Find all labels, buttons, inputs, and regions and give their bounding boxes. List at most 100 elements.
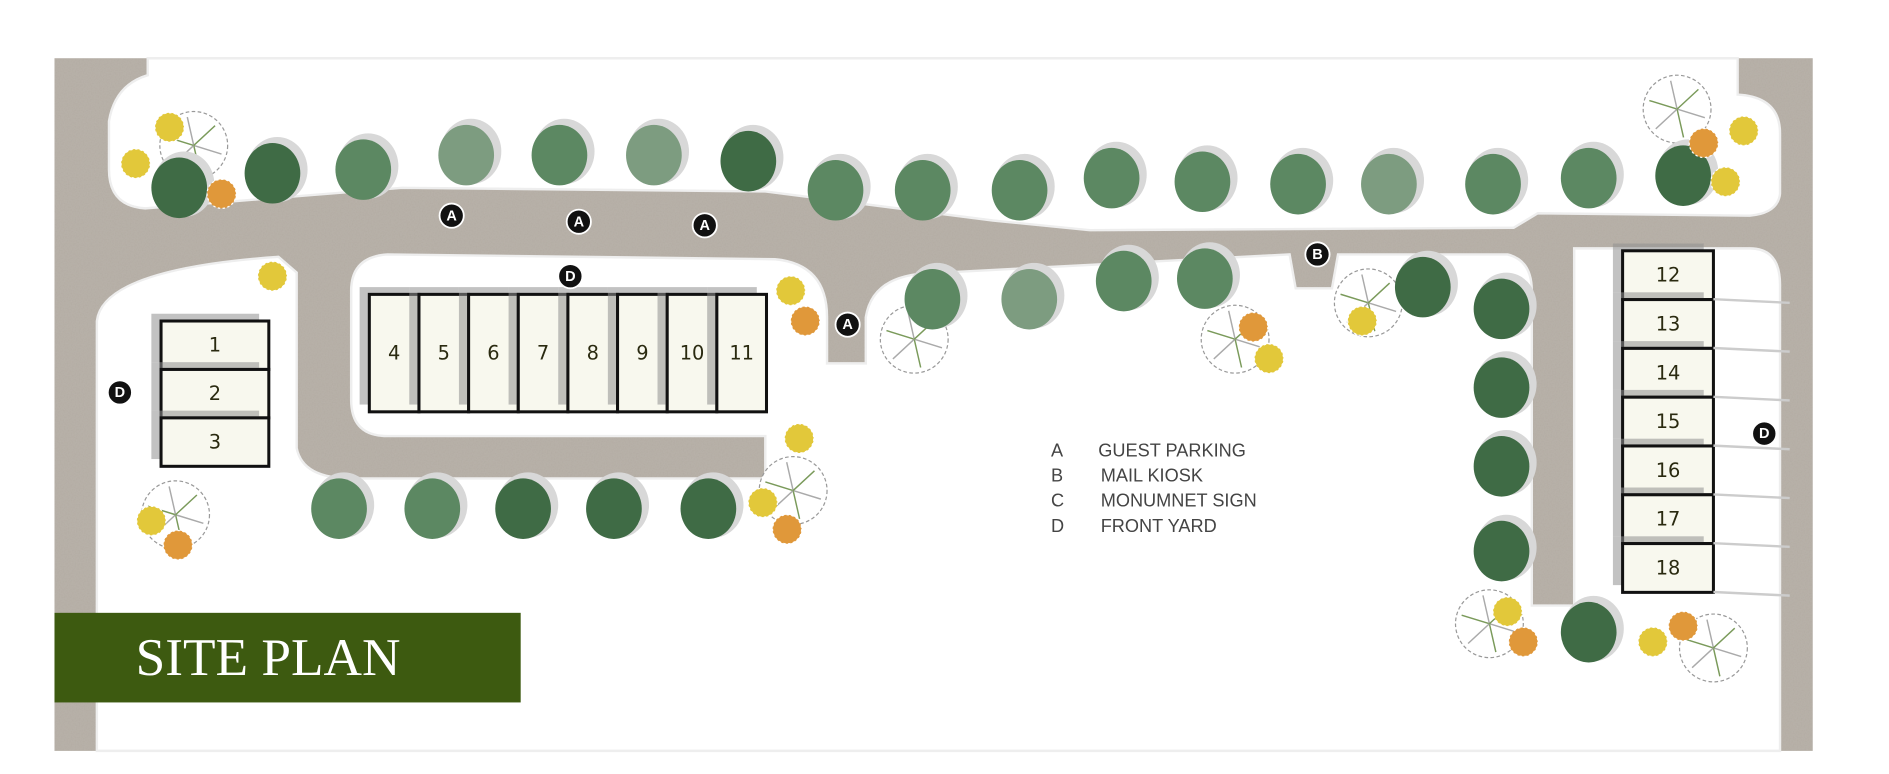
unit-number: 11 (729, 342, 754, 365)
driveway-line (1713, 444, 1790, 451)
driveway-line (1713, 493, 1790, 500)
unit-3[interactable]: 3 (151, 410, 271, 468)
tree (1174, 145, 1238, 213)
tree-canopy (335, 139, 392, 200)
tree-canopy (495, 478, 551, 539)
marker-letter: A (842, 317, 853, 333)
unit-number: 14 (1656, 361, 1681, 384)
marker-circle (1304, 241, 1331, 268)
tree-canopy (311, 478, 367, 539)
tree (720, 124, 784, 192)
marker-b[interactable]: B (1304, 241, 1331, 268)
flower-shrub (775, 275, 806, 306)
flower-shrub (1492, 596, 1523, 627)
evergreen-trees (151, 118, 1719, 663)
tree (807, 153, 871, 221)
flower-shrub (1253, 343, 1285, 374)
unit-12[interactable]: 12 (1612, 243, 1715, 302)
marker-letter: A (574, 214, 585, 230)
unit-15[interactable]: 15 (1612, 389, 1715, 448)
tree-canopy (720, 130, 777, 192)
unit-18[interactable]: 18 (1612, 536, 1715, 594)
unit-number: 13 (1656, 312, 1681, 335)
marker-a[interactable]: A (565, 208, 592, 235)
flower-shrub (154, 112, 185, 143)
marker-letter: D (565, 269, 575, 285)
tree (1361, 147, 1425, 215)
marker-a[interactable]: A (691, 212, 718, 239)
tree (1176, 242, 1240, 309)
tree (991, 153, 1055, 221)
marker-d[interactable]: D (1751, 420, 1778, 447)
marker-circle (834, 311, 861, 338)
marker-letter: B (1312, 247, 1322, 263)
tree-canopy (1473, 436, 1530, 497)
unit-number: 2 (209, 382, 221, 405)
tree-canopy (1083, 147, 1140, 209)
flower-shrub (257, 261, 288, 292)
flower-shrub (1347, 305, 1378, 337)
tree-canopy (626, 124, 682, 186)
tree (495, 472, 559, 539)
marker-a[interactable]: A (834, 311, 861, 338)
unit-11[interactable]: 11 (707, 287, 769, 414)
marker-circle (438, 202, 465, 229)
tree (244, 136, 308, 204)
unit-footprint (1621, 542, 1715, 594)
unit-16[interactable]: 16 (1612, 438, 1715, 497)
legend-key: B (1051, 466, 1063, 486)
tree-canopy (1361, 153, 1417, 215)
unit-number: 10 (680, 342, 705, 365)
legend-label: MONUMNET SIGN (1101, 491, 1257, 511)
unit-number: 8 (587, 342, 599, 365)
tree-canopy (438, 124, 495, 186)
unit-number: 5 (438, 342, 450, 365)
unit-footprint (159, 416, 271, 468)
tree-canopy (151, 157, 208, 219)
driveway-line (1713, 298, 1790, 305)
unit-number: 15 (1656, 410, 1681, 433)
unit-2[interactable]: 2 (151, 362, 271, 420)
flower-shrub (1668, 611, 1699, 642)
marker-letter: A (446, 208, 457, 224)
tree (311, 472, 375, 539)
tree (1473, 429, 1537, 497)
marker-circle (1751, 420, 1778, 447)
legend-key: A (1051, 441, 1064, 461)
tree-canopy (1560, 147, 1617, 209)
unit-13[interactable]: 13 (1612, 292, 1715, 350)
unit-14[interactable]: 14 (1612, 341, 1715, 399)
marker-a[interactable]: A (438, 202, 465, 229)
unit-number: 17 (1656, 508, 1681, 531)
driveway-line (1713, 590, 1790, 597)
tree (1473, 514, 1537, 582)
unit-number: 7 (537, 342, 549, 365)
tree-canopy (1560, 601, 1617, 663)
flowering-shrubs (120, 112, 1759, 658)
legend-key: D (1051, 516, 1064, 536)
tree (1465, 147, 1529, 215)
marker-d[interactable]: D (557, 263, 584, 290)
unit-footprint (1621, 346, 1715, 399)
unit-number: 3 (209, 431, 221, 454)
deciduous-tree (1642, 74, 1712, 144)
unit-1[interactable]: 1 (151, 313, 271, 371)
tree-canopy (1270, 153, 1326, 215)
tree (151, 151, 215, 219)
flower-shrub (1238, 311, 1269, 343)
marker-letter: D (115, 385, 125, 401)
flower-shrub (206, 178, 237, 209)
tree-canopy (1176, 248, 1233, 309)
tree-canopy (904, 268, 961, 330)
marker-d[interactable]: D (106, 379, 133, 406)
unit-number: 4 (388, 342, 400, 365)
unit-17[interactable]: 17 (1612, 487, 1715, 546)
unit-number: 9 (636, 342, 648, 365)
legend-label: MAIL KIOSK (1101, 466, 1203, 486)
tree-canopy (1394, 256, 1451, 318)
flower-shrub (1637, 626, 1669, 658)
tree (438, 118, 502, 186)
